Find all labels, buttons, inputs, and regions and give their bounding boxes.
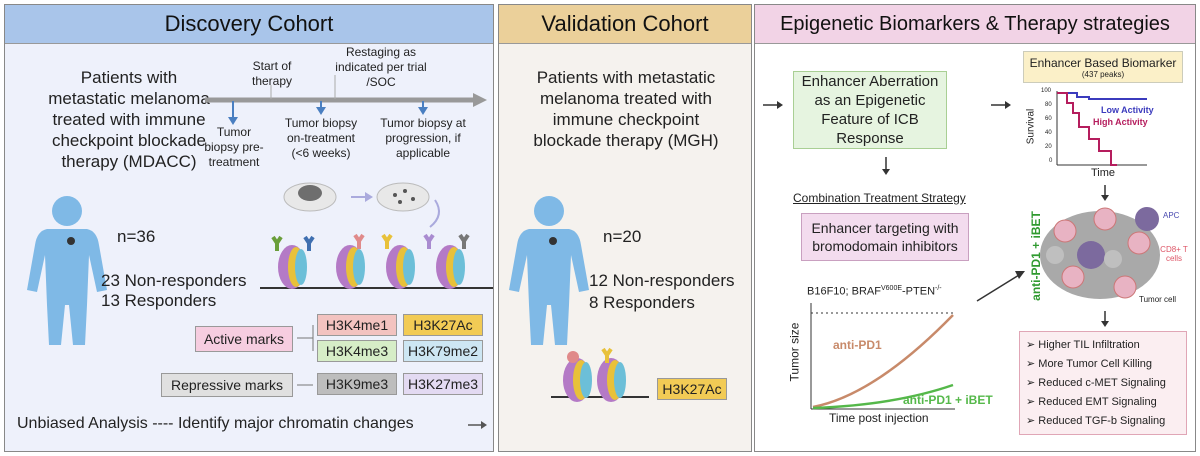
validation-graphics — [509, 196, 649, 402]
mark-h3k79me2: H3K79me2 — [403, 340, 483, 362]
growth-ylabel: Tumor size — [787, 322, 802, 382]
mouse-model-tail: -PTEN — [902, 285, 936, 298]
mark-h3k4me1: H3K4me1 — [317, 314, 397, 336]
curve-antipd1 — [812, 314, 954, 409]
nucleosomes — [278, 245, 465, 289]
km-ytick-40: 40 — [1045, 130, 1052, 136]
km-ylabel: Survival — [1025, 108, 1037, 145]
timeline-biopsy-prog: Tumor biopsy at progression, if applicab… — [380, 116, 466, 160]
km-xlabel: Time — [1091, 167, 1116, 179]
combination-title: Combination Treatment Strategy — [793, 191, 966, 205]
tme-apc-label: APC — [1163, 211, 1180, 220]
validation-responders: 8 Responders — [589, 293, 695, 312]
km-ytick-80: 80 — [1045, 102, 1052, 108]
discovery-graphics — [27, 75, 493, 429]
km-high-line — [1057, 92, 1117, 166]
km-ytick-60: 60 — [1045, 116, 1052, 122]
timeline-start-therapy: Start of therapy — [251, 59, 293, 88]
mouse-model: B16F10; BRAFV600E-PTEN-/- — [807, 285, 942, 298]
validation-header: Validation Cohort — [499, 5, 751, 44]
km-high-label: High Activity — [1093, 117, 1148, 127]
biomarker-title: Enhancer Based Biomarker — [1029, 55, 1177, 70]
discovery-n: n=36 — [117, 227, 156, 246]
km-low-label: Low Activity — [1101, 105, 1154, 115]
epigenetic-header: Epigenetic Biomarkers & Therapy strategi… — [755, 5, 1195, 44]
outcome-4: ➢ Reduced TGF-b Signaling — [1026, 414, 1166, 427]
discovery-footer: Unbiased Analysis ---- Identify major ch… — [17, 415, 414, 432]
tumor-dot — [67, 237, 75, 245]
mouse-model-base: B16F10; BRAF — [807, 285, 881, 298]
km-low-line — [1057, 92, 1147, 100]
patient-silhouette — [27, 196, 107, 345]
mouse-model-sup: V600E — [880, 285, 903, 292]
discovery-responders: 13 Responders — [101, 291, 217, 310]
enhancer-aberration-box: Enhancer Aberration as an Epigenetic Fea… — [793, 71, 947, 149]
km-ytick-100: 100 — [1041, 88, 1052, 94]
growth-antipd1-label: anti-PD1 — [833, 338, 882, 352]
combination-box: Enhancer targeting with bromodomain inhi… — [801, 213, 969, 261]
discovery-patients: Patients with metastatic melanoma treate… — [48, 68, 210, 171]
curve-combo — [812, 383, 954, 410]
growth-plot — [810, 303, 955, 410]
mouse-model-sup2: -/- — [935, 285, 942, 292]
outcome-3: ➢ Reduced EMT Signaling — [1026, 395, 1157, 408]
km-ytick-0: 0 — [1049, 158, 1053, 164]
km-plot — [1056, 91, 1147, 166]
validation-nonresponders: 12 Non-responders — [589, 271, 735, 290]
active-marks-label: Active marks — [195, 326, 293, 352]
antibodies — [271, 233, 470, 251]
petri-dish-2 — [376, 182, 430, 212]
biomarker-title-box: Enhancer Based Biomarker (437 peaks) — [1023, 51, 1183, 83]
validation-mark-h3k27ac: H3K27Ac — [657, 378, 727, 400]
epigenetic-panel: Epigenetic Biomarkers & Therapy strategi… — [754, 4, 1196, 452]
timeline-biopsy-on: Tumor biopsy on-treatment (<6 weeks) — [284, 116, 358, 160]
tme-tumor-label: Tumor cell — [1139, 295, 1177, 304]
repressive-marks-label: Repressive marks — [161, 373, 293, 397]
growth-xlabel: Time post injection — [829, 411, 929, 425]
mark-h3k27ac: H3K27Ac — [403, 314, 483, 336]
growth-combo-label: anti-PD1 + iBET — [903, 393, 993, 407]
outcome-1: ➢ More Tumor Cell Killing — [1026, 357, 1152, 370]
outcomes-box: ➢ Higher TIL Infiltration ➢ More Tumor C… — [1019, 331, 1187, 435]
validation-panel: Validation Cohort Patients with metastat… — [498, 4, 752, 452]
mark-h3k27me3: H3K27me3 — [403, 373, 483, 395]
mark-h3k9me3: H3K9me3 — [317, 373, 397, 395]
mark-h3k4me3: H3K4me3 — [317, 340, 397, 362]
validation-patient-silhouette — [509, 196, 589, 345]
outcome-2: ➢ Reduced c-MET Signaling — [1026, 376, 1166, 389]
tumor-microenvironment — [1040, 207, 1160, 299]
discovery-panel: Discovery Cohort Patients with metastati… — [4, 4, 494, 452]
discovery-nonresponders: 23 Non-responders — [101, 271, 247, 290]
timeline-biopsy-pre: Tumor biopsy pre-treatment — [204, 125, 264, 169]
timeline-restaging: Restaging as indicated per trial /SOC — [335, 45, 427, 89]
biomarker-subtitle: (437 peaks) — [1081, 69, 1125, 79]
epigenetic-graphics — [763, 91, 1160, 410]
tme-cd8-label: CD8+ T cells — [1160, 245, 1188, 263]
km-ytick-20: 20 — [1045, 144, 1052, 150]
outcome-0: ➢ Higher TIL Infiltration — [1026, 338, 1140, 351]
timeline-arrowhead — [473, 93, 487, 107]
validation-n: n=20 — [603, 227, 642, 246]
discovery-header: Discovery Cohort — [5, 5, 493, 44]
validation-patients: Patients with metastatic melanoma treate… — [533, 68, 719, 150]
tme-side-label: anti-PD1 + iBET — [1028, 211, 1043, 301]
